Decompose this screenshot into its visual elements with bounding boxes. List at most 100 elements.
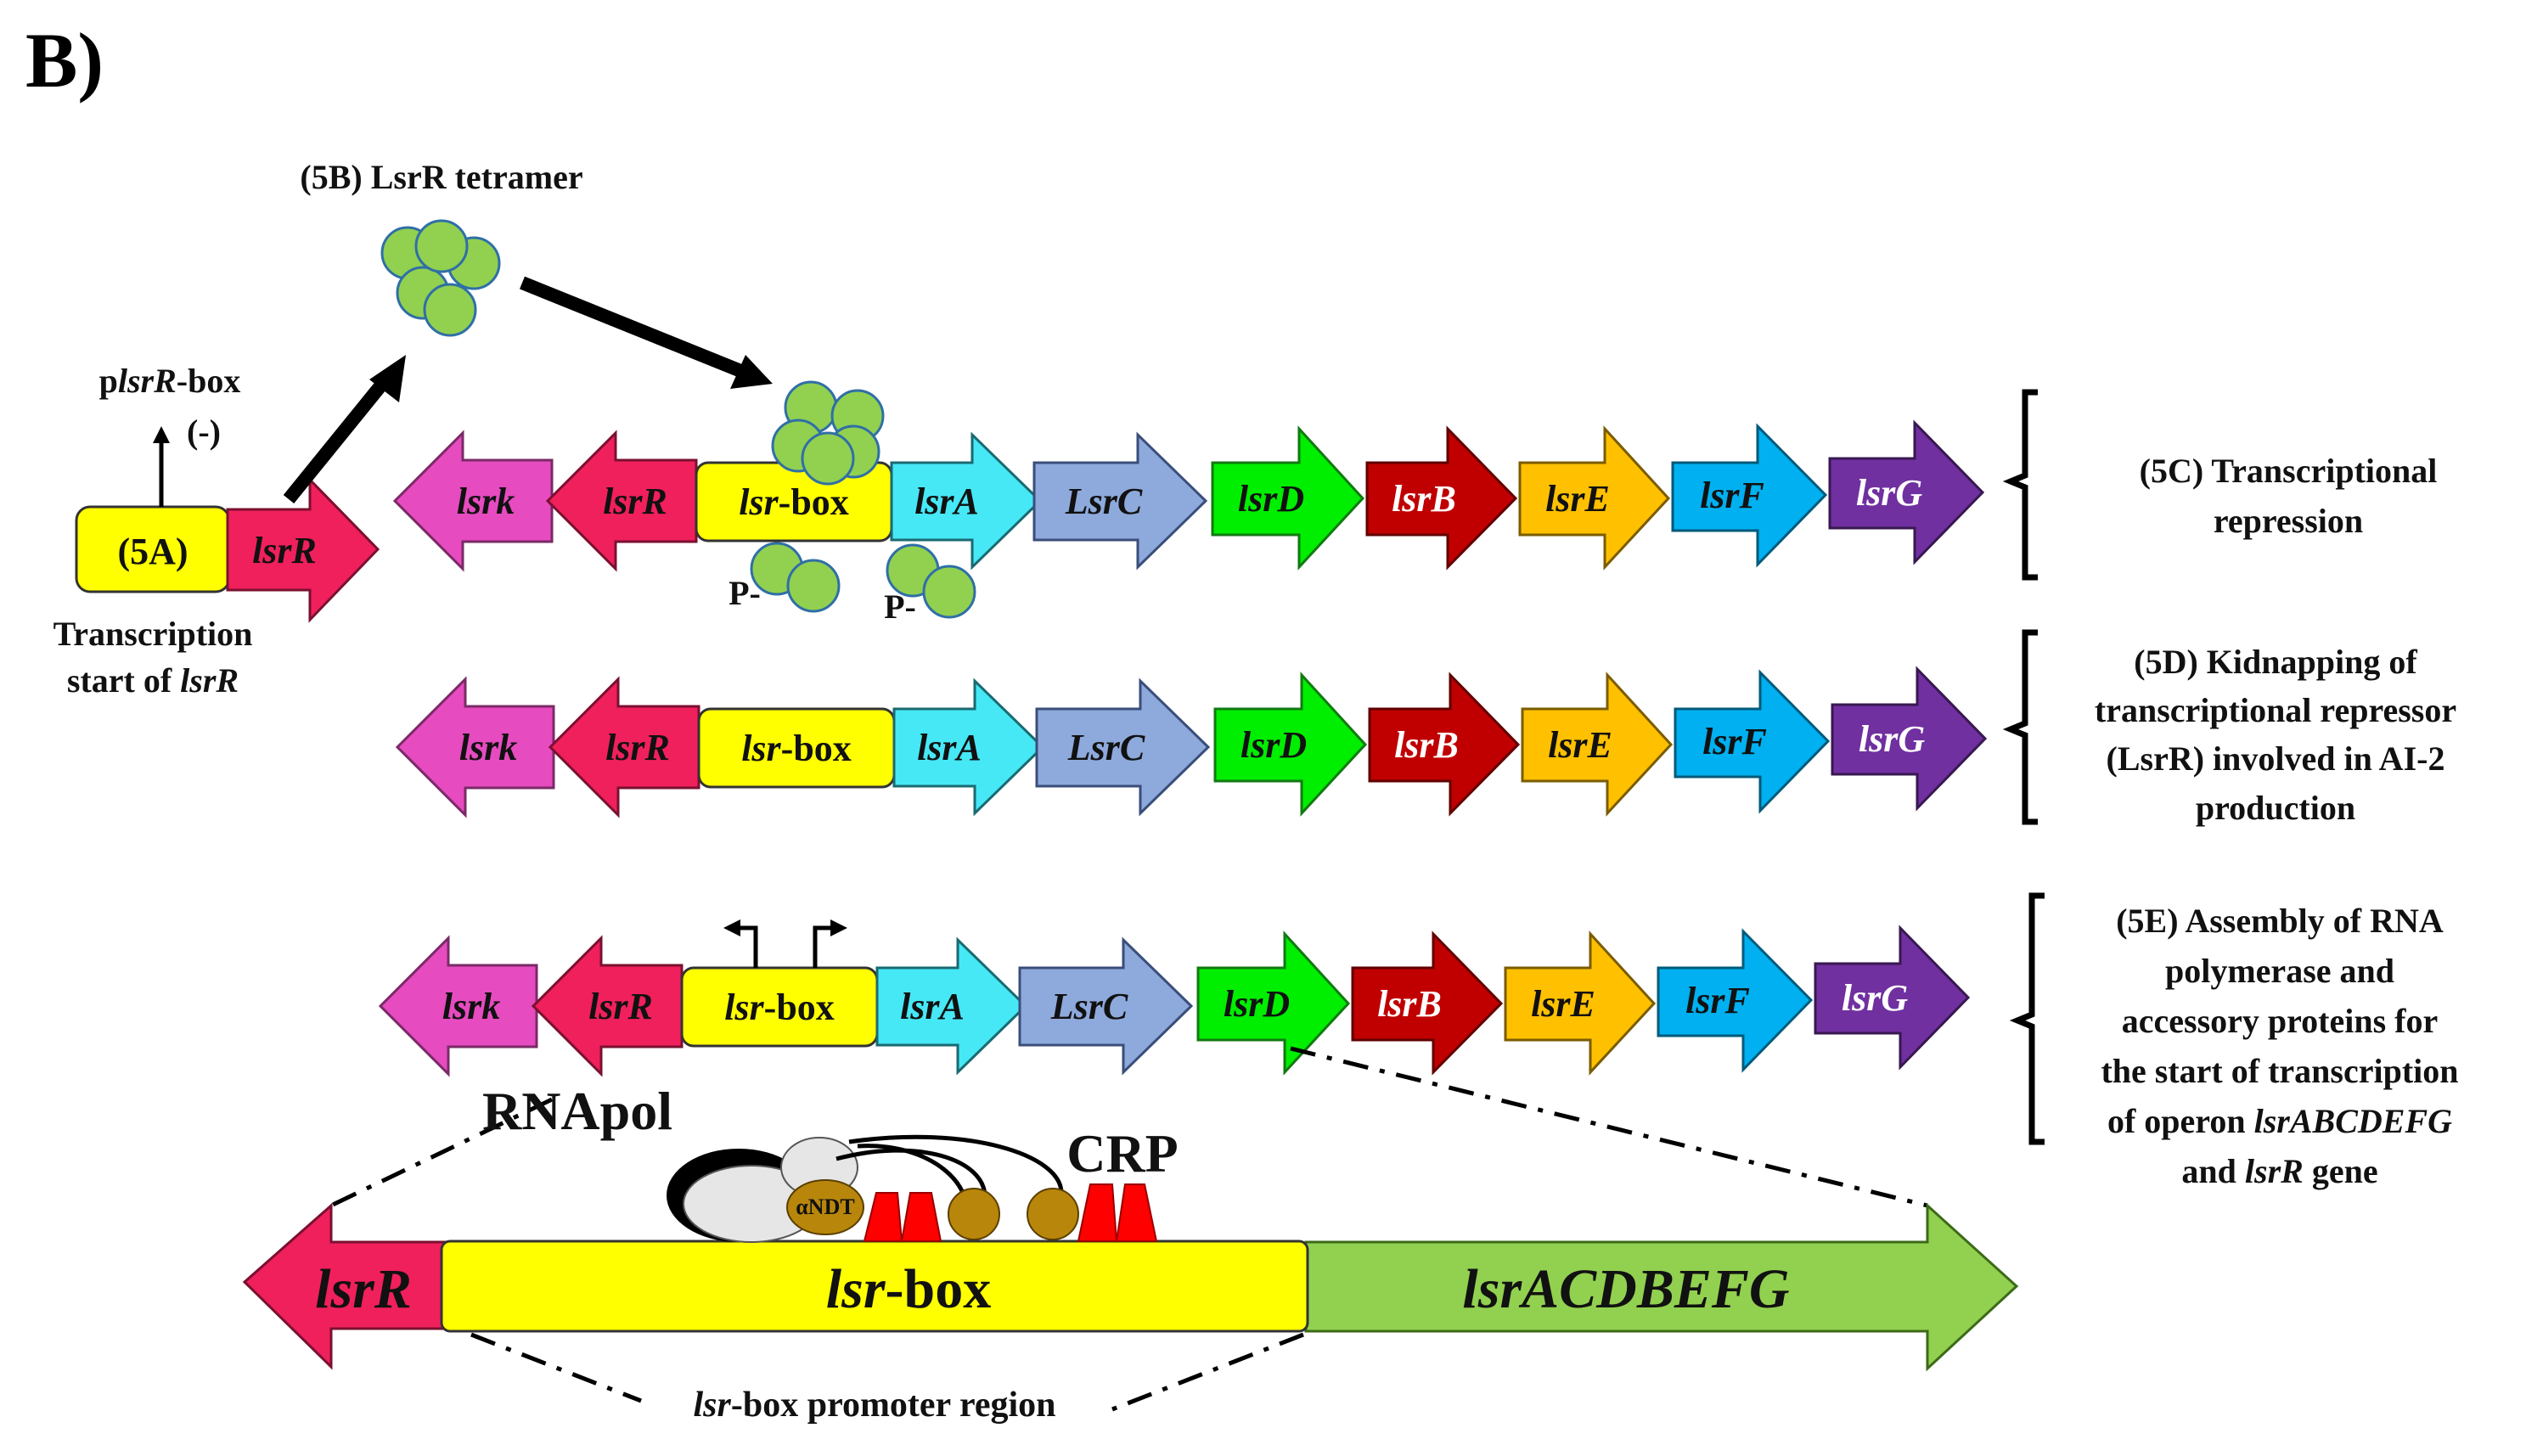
gene-lsrE-arrow: lsrE: [1521, 672, 1674, 817]
bracket-5d: [2002, 629, 2038, 825]
step-5e-line2: polymerase and: [2165, 952, 2394, 990]
gene-label: lsrA: [917, 727, 982, 768]
gene-lsrk-arrow: lsrk: [392, 430, 554, 572]
tss-right-arrow-icon: [813, 919, 847, 968]
lsr-box-promoter: lsr-box: [695, 461, 893, 542]
step-5b-label: (5B) LsrR tetramer: [300, 158, 582, 196]
gene-label: lsrR: [603, 481, 667, 522]
gene-label: lsrD: [1238, 478, 1304, 520]
svg-text:lsr-box: lsr-box: [741, 728, 852, 769]
gene-lsrA-arrow: lsrA: [892, 677, 1045, 817]
crp-label: CRP: [1066, 1123, 1179, 1183]
promoter-detail: lsrR lsrACDBEFG lsr-box αNDT RNApol CRP: [242, 1046, 2019, 1425]
lsrR-tetramer-icon: [380, 219, 501, 337]
svg-text:lsr-box: lsr-box: [826, 1258, 991, 1320]
gene-lsrE-arrow: lsrE: [1518, 425, 1671, 571]
gene-label: lsrB: [1394, 724, 1459, 766]
box-rest: -box: [781, 728, 852, 769]
detail-operon-arrow: [1304, 1202, 2019, 1372]
lsr-box-promoter: lsr-box: [680, 919, 879, 1048]
gene-lsrG-arrow: lsrG: [1831, 666, 1988, 812]
row-5e-assembly: lsrk lsrR lsr-box lsrA LsrC lsrD lsrB: [378, 919, 1971, 1077]
box-rest: -box: [764, 987, 835, 1028]
bracket-dash-left: [470, 1332, 642, 1403]
gene-lsrG-arrow: lsrG: [1814, 925, 1971, 1071]
box-rest: -box: [779, 481, 849, 523]
gene-label: lsrF: [1702, 721, 1767, 762]
gene-lsrA-arrow: lsrA: [890, 431, 1043, 571]
gene-label: lsrG: [1842, 977, 1908, 1019]
gene-label: LsrC: [1067, 727, 1145, 768]
gene-lsrA-arrow: lsrA: [875, 936, 1028, 1076]
bracket-dash-right: [1111, 1332, 1304, 1412]
bound-tetramer-icon: [771, 380, 885, 486]
gene-label: lsrE: [1545, 478, 1610, 520]
gene-label: lsrB: [1377, 983, 1442, 1025]
zoom-line-right: [1290, 1046, 1928, 1208]
gene-label: lsrA: [900, 986, 965, 1027]
gene-label: lsrG: [1856, 472, 1922, 514]
gene-LsrC-arrow: LsrC: [1018, 936, 1194, 1076]
gene-LsrC-arrow: LsrC: [1035, 677, 1211, 817]
promoter-region-label: lsr-box promoter region: [694, 1386, 1056, 1425]
phospho-label-2: P-: [884, 587, 916, 626]
gene-lsrB-arrow: lsrB: [1365, 425, 1518, 571]
gene-lsrB-arrow: lsrB: [1368, 672, 1521, 817]
row-5c-transcriptional-repression: lsrk lsrR lsr-box lsrA LsrC lsrD lsrB l: [392, 419, 1985, 572]
zoom-line-left: [329, 1097, 554, 1208]
gene-lsrD-arrow: lsrD: [1211, 425, 1365, 571]
gene-label: lsrG: [1859, 718, 1925, 760]
box-italic: lsr: [724, 987, 764, 1028]
gene-lsrB-arrow: lsrB: [1351, 930, 1504, 1076]
gene-lsrk-arrow: lsrk: [395, 676, 555, 818]
step-5e-line1: (5E) Assembly of RNA: [2116, 902, 2444, 940]
gene-label: lsrE: [1531, 983, 1595, 1025]
gene-lsrR-arrow: lsrR: [545, 430, 698, 572]
bracket-5e: [2009, 892, 2045, 1145]
arrow-to-box-icon: [730, 355, 773, 389]
gene-label: LsrC: [1050, 986, 1128, 1027]
step-5d-line1: (5D) Kidnapping of: [2134, 643, 2417, 681]
detail-operon-label: lsrACDBEFG: [1462, 1258, 1789, 1320]
bracket-5c: [2002, 389, 2038, 581]
gene-label: lsrD: [1240, 724, 1307, 766]
tss-left-arrow-icon: [723, 919, 758, 968]
gene-lsrF-arrow: lsrF: [1674, 669, 1831, 814]
gene-LsrC-arrow: LsrC: [1032, 431, 1208, 571]
gene-label: lsrk: [459, 727, 517, 768]
gene-lsrE-arrow: lsrE: [1504, 930, 1657, 1076]
gene-label: lsrD: [1224, 983, 1290, 1025]
step-5b-tetramer: (5B) LsrR tetramer P- P-: [283, 158, 976, 626]
gene-lsrR-arrow: lsrR: [548, 676, 700, 818]
step-5e-line4: the start of transcription: [2101, 1052, 2458, 1090]
gene-lsrG-arrow: lsrG: [1828, 419, 1985, 565]
gene-label: lsrk: [457, 481, 515, 522]
gene-lsrF-arrow: lsrF: [1657, 928, 1814, 1073]
gene-lsrF-arrow: lsrF: [1671, 423, 1828, 568]
step-5e-line3: accessory proteins for: [2122, 1002, 2439, 1040]
step-5d-line2: transcriptional repressor: [2095, 691, 2456, 729]
svg-text:lsr-box: lsr-box: [724, 987, 835, 1028]
rnapol-label: RNApol: [482, 1081, 672, 1141]
gene-lsrk-arrow: lsrk: [378, 935, 538, 1077]
gene-label: lsrF: [1700, 475, 1764, 516]
gene-label: lsrE: [1548, 724, 1612, 766]
phospho-label-1: P-: [729, 574, 761, 612]
repression-sign: (-): [187, 413, 221, 451]
crp-dimers-icon: [863, 1183, 1158, 1242]
gene-lsrD-arrow: lsrD: [1213, 672, 1368, 817]
gene-label: LsrC: [1065, 481, 1143, 522]
gene-lsrR-arrow: lsrR: [531, 935, 684, 1077]
row-5d-kidnapping: lsrk lsrR lsr-box lsrA LsrC lsrD lsrB l: [395, 666, 1988, 818]
svg-text:lsr-box: lsr-box: [739, 481, 849, 523]
gene-label: lsrF: [1685, 980, 1750, 1021]
svg-text:start of lsrR: start of lsrR: [67, 661, 239, 700]
gene-label: lsrR: [605, 727, 670, 768]
box-italic: lsr: [741, 728, 781, 769]
step-5c-line1: (5C) Transcriptional: [2140, 452, 2438, 490]
step-5a-lsrR-start: (5A) lsrR plsrR-box (-) Transcription st…: [53, 362, 380, 700]
gene-lsrD-arrow: lsrD: [1196, 930, 1351, 1076]
gene-label: lsrR: [588, 986, 653, 1027]
step-5c-line2: repression: [2214, 502, 2363, 540]
